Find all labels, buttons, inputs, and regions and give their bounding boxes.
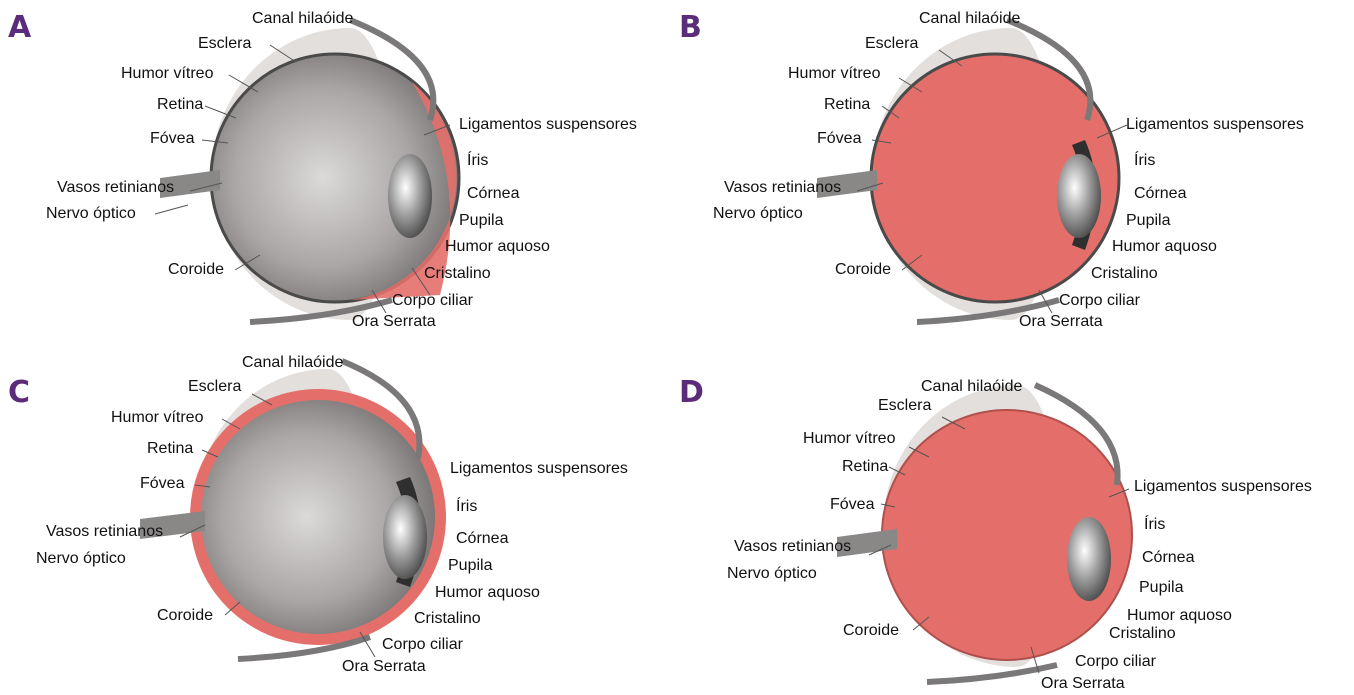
label-corpo: Corpo ciliar — [392, 293, 473, 309]
label-esclera: Esclera — [865, 36, 918, 52]
label-vasos: Vasos retinianos — [57, 180, 174, 196]
label-humor-vitreo: Humor vítreo — [111, 410, 203, 426]
label-retina: Retina — [157, 97, 203, 113]
label-cornea: Córnea — [1142, 550, 1194, 566]
label-iris: Íris — [1134, 153, 1155, 169]
label-aquoso: Humor aquoso — [435, 585, 540, 601]
label-iris: Íris — [456, 499, 477, 515]
eye-diagram-d — [677, 347, 1354, 695]
label-pupila: Pupila — [459, 213, 503, 229]
eye-diagram-c — [0, 347, 677, 695]
label-corpo: Corpo ciliar — [1059, 293, 1140, 309]
label-ligamentos: Ligamentos suspensores — [459, 117, 637, 133]
label-iris: Íris — [1144, 517, 1165, 533]
label-fovea: Fóvea — [150, 131, 194, 147]
label-vasos: Vasos retinianos — [724, 180, 841, 196]
label-esclera: Esclera — [878, 398, 931, 414]
label-cornea: Córnea — [1134, 186, 1186, 202]
lens — [1067, 517, 1111, 601]
label-retina: Retina — [824, 97, 870, 113]
label-canal: Canal hilaóide — [242, 355, 343, 371]
label-ora: Ora Serrata — [1019, 314, 1103, 330]
label-canal: Canal hilaóide — [919, 11, 1020, 27]
panel-letter-c: C — [8, 378, 30, 408]
label-cristalino: Cristalino — [1109, 626, 1176, 642]
panel-letter-b: B — [679, 13, 702, 43]
label-humor-vitreo: Humor vítreo — [121, 66, 213, 82]
label-esclera: Esclera — [198, 36, 251, 52]
label-vasos: Vasos retinianos — [46, 524, 163, 540]
label-cornea: Córnea — [456, 531, 508, 547]
eye-diagram-a — [0, 0, 677, 347]
label-nervo: Nervo óptico — [36, 551, 126, 567]
label-esclera: Esclera — [188, 379, 241, 395]
label-fovea: Fóvea — [140, 476, 184, 492]
label-humor-vitreo: Humor vítreo — [803, 431, 895, 447]
panel-a: A Canal hilaóide Esclera Humor vítreo Re… — [0, 0, 677, 347]
label-pupila: Pupila — [1139, 580, 1183, 596]
label-canal: Canal hilaóide — [921, 379, 1022, 395]
label-cristalino: Cristalino — [414, 611, 481, 627]
label-corpo: Corpo ciliar — [382, 637, 463, 653]
eye-diagram-b — [677, 0, 1354, 347]
label-pupila: Pupila — [448, 558, 492, 574]
lens — [383, 495, 427, 579]
label-nervo: Nervo óptico — [713, 206, 803, 222]
label-cristalino: Cristalino — [1091, 266, 1158, 282]
label-canal: Canal hilaóide — [252, 11, 353, 27]
label-coroide: Coroide — [168, 262, 224, 278]
label-nervo: Nervo óptico — [46, 206, 136, 222]
label-coroide: Coroide — [157, 608, 213, 624]
label-vasos: Vasos retinianos — [734, 539, 851, 555]
lens — [388, 154, 432, 238]
label-aquoso: Humor aquoso — [445, 239, 550, 255]
label-fovea: Fóvea — [830, 497, 874, 513]
label-humor-vitreo: Humor vítreo — [788, 66, 880, 82]
label-ligamentos: Ligamentos suspensores — [450, 461, 628, 477]
label-coroide: Coroide — [843, 623, 899, 639]
label-fovea: Fóvea — [817, 131, 861, 147]
label-aquoso: Humor aquoso — [1112, 239, 1217, 255]
panel-letter-a: A — [8, 13, 31, 43]
label-corpo: Corpo ciliar — [1075, 654, 1156, 670]
label-ora: Ora Serrata — [352, 314, 436, 330]
label-cornea: Córnea — [467, 186, 519, 202]
label-retina: Retina — [147, 441, 193, 457]
label-iris: Íris — [467, 153, 488, 169]
label-cristalino: Cristalino — [424, 266, 491, 282]
panel-d: D Canal hilaóide Esclera Humor vítreo Re… — [677, 347, 1354, 695]
label-ligamentos: Ligamentos suspensores — [1126, 117, 1304, 133]
label-pupila: Pupila — [1126, 213, 1170, 229]
panel-b: B Canal hilaóide Esclera Humor vítreo Re… — [677, 0, 1354, 347]
label-ora: Ora Serrata — [342, 659, 426, 675]
label-ligamentos: Ligamentos suspensores — [1134, 479, 1312, 495]
lens — [1057, 154, 1101, 238]
panel-letter-d: D — [679, 378, 704, 408]
label-coroide: Coroide — [835, 262, 891, 278]
label-retina: Retina — [842, 459, 888, 475]
panel-c: C Canal hilaóide Esclera Humor vítreo Re… — [0, 347, 677, 695]
label-nervo: Nervo óptico — [727, 566, 817, 582]
label-aquoso: Humor aquoso — [1127, 608, 1232, 624]
label-ora: Ora Serrata — [1041, 676, 1125, 692]
